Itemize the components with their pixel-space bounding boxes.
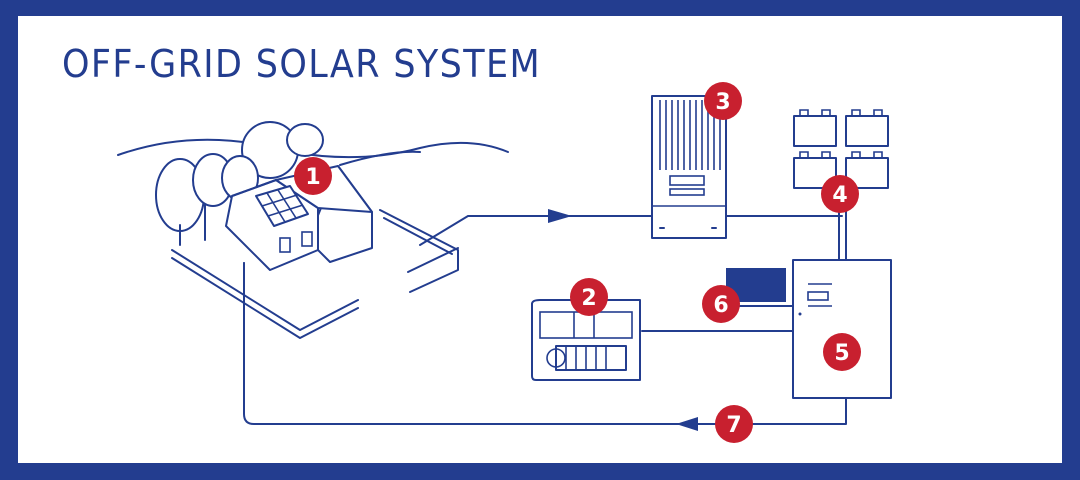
fence-front xyxy=(171,249,359,331)
generator-engine-fins xyxy=(565,346,607,370)
inverter-body xyxy=(792,259,892,399)
badge-6-label: 6 xyxy=(713,293,728,318)
generator-flywheel-icon xyxy=(546,348,566,368)
arrow-to-house-icon xyxy=(676,417,698,431)
badge-5-label: 5 xyxy=(834,341,849,366)
charge-controller-buttons-icon xyxy=(669,188,705,196)
inverter-display-icon xyxy=(807,291,829,301)
house-window-icon xyxy=(301,231,313,247)
fence-right-gate xyxy=(407,247,459,273)
badge-5: 5 xyxy=(823,333,861,371)
generator xyxy=(531,299,641,381)
fence-right-lower xyxy=(383,217,453,255)
fence-right xyxy=(379,209,459,293)
hill-line xyxy=(117,138,509,159)
charge-controller-fins xyxy=(659,100,721,170)
badge-3: 3 xyxy=(704,82,742,120)
wire-inverter-to-house xyxy=(243,262,847,425)
page-title: OFF-GRID SOLAR SYSTEM xyxy=(62,42,541,86)
badge-3-label: 3 xyxy=(715,90,730,115)
charge-controller-display-icon xyxy=(669,175,705,186)
badge-1: 1 xyxy=(294,157,332,195)
badge-2: 2 xyxy=(570,278,608,316)
house-window-icon xyxy=(279,237,291,253)
battery-icon xyxy=(845,115,889,147)
battery-terminals xyxy=(799,109,883,158)
inverter xyxy=(792,259,892,399)
solar-panel-grid xyxy=(261,189,304,223)
arrow-to-controller-icon xyxy=(548,209,572,223)
hill-line-2 xyxy=(339,150,421,166)
generator-engine-icon xyxy=(555,345,627,371)
battery-icon xyxy=(793,115,837,147)
house-with-solar-panels xyxy=(117,121,509,339)
charge-controller xyxy=(651,95,727,239)
badge-2-label: 2 xyxy=(581,286,596,311)
badge-6: 6 xyxy=(702,285,740,323)
badge-1-label: 1 xyxy=(305,165,320,190)
fence-front-lower xyxy=(171,257,359,339)
inverter-led-icon xyxy=(798,312,802,316)
badge-7-label: 7 xyxy=(726,413,741,438)
badge-7: 7 xyxy=(715,405,753,443)
wire-panels-to-controller xyxy=(419,215,653,246)
badge-4-label: 4 xyxy=(832,183,847,208)
badge-4: 4 xyxy=(821,175,859,213)
tree-back-small-icon xyxy=(286,123,324,157)
